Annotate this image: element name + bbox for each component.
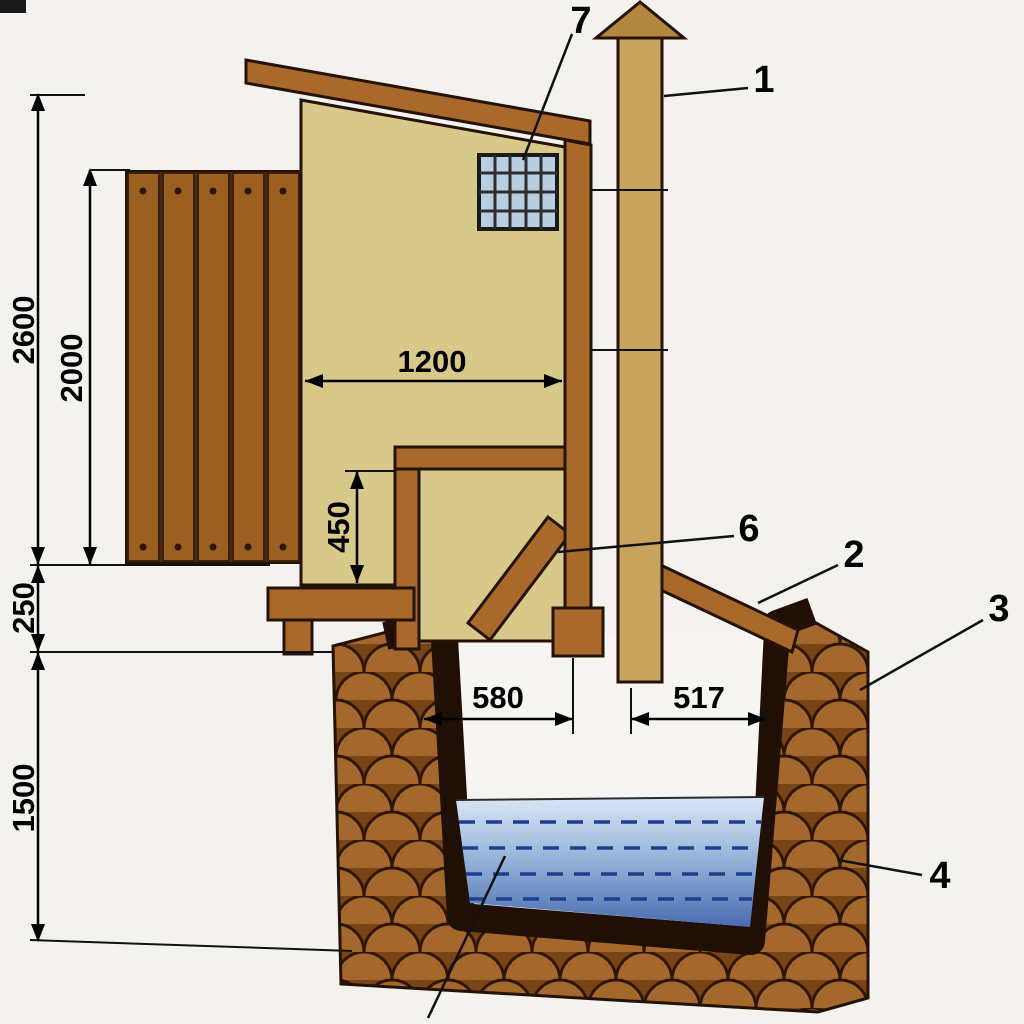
door-planks <box>125 170 303 564</box>
leader-chute <box>557 534 735 554</box>
dim-cabin-width: 1200 <box>398 344 467 379</box>
leader-vent-pipe <box>663 86 749 98</box>
dimension-cabin-width <box>305 374 562 388</box>
part-label-window: 7 <box>570 0 591 42</box>
part-label-vent-pipe: 1 <box>753 59 774 101</box>
leader-pit-wall <box>837 858 923 877</box>
seat-board <box>393 445 569 471</box>
door-plank <box>197 172 230 562</box>
leader-water-cutoff <box>426 855 507 1019</box>
dim-plinth-height: 250 <box>6 582 41 634</box>
part-label-pit-rim: 3 <box>988 588 1009 630</box>
door-plank <box>232 172 265 562</box>
scan-artifact-mark <box>0 0 26 13</box>
door-plank <box>267 172 300 562</box>
dim-total-height: 2600 <box>6 296 41 365</box>
leader-lines <box>426 33 984 1019</box>
door-plank <box>127 172 160 562</box>
dimension-pit-width-right <box>630 688 767 734</box>
dim-wall-height: 2000 <box>54 334 89 403</box>
dim-pit-width-left: 580 <box>472 680 524 715</box>
leader-pit-cover <box>757 563 839 605</box>
plank-screws <box>139 187 287 551</box>
dimension-seat-height <box>345 470 395 583</box>
dimension-pit-width-left <box>424 658 574 734</box>
pit-water <box>456 797 764 927</box>
seat-riser-post <box>393 467 421 651</box>
floor-post <box>282 618 314 656</box>
dim-pit-depth: 1500 <box>6 764 41 833</box>
vent-pipe <box>616 34 664 684</box>
part-label-chute: 6 <box>738 508 759 550</box>
right-wall-post <box>563 138 593 648</box>
leader-pit-rim <box>859 618 984 692</box>
wall-foot-block <box>551 606 605 658</box>
water-surface-line <box>455 796 765 801</box>
part-label-pit-wall: 4 <box>929 855 950 897</box>
pipe-brackets <box>591 189 668 351</box>
door-plank <box>162 172 195 562</box>
part-label-pit-cover: 2 <box>843 534 864 576</box>
window-grid <box>479 155 557 229</box>
leader-window <box>521 33 574 161</box>
vent-pipe-cap <box>591 0 689 40</box>
pit-bottom-datum-line <box>29 939 353 952</box>
waste-chute <box>465 514 573 643</box>
floor-beam <box>266 586 416 622</box>
dimension-wall-height <box>83 168 130 565</box>
dim-pit-width-right: 517 <box>673 680 725 715</box>
water-level-dashes <box>459 820 761 901</box>
dimension-chain-left <box>29 93 353 952</box>
dim-seat-height: 450 <box>321 501 356 553</box>
vent-window <box>477 153 559 231</box>
